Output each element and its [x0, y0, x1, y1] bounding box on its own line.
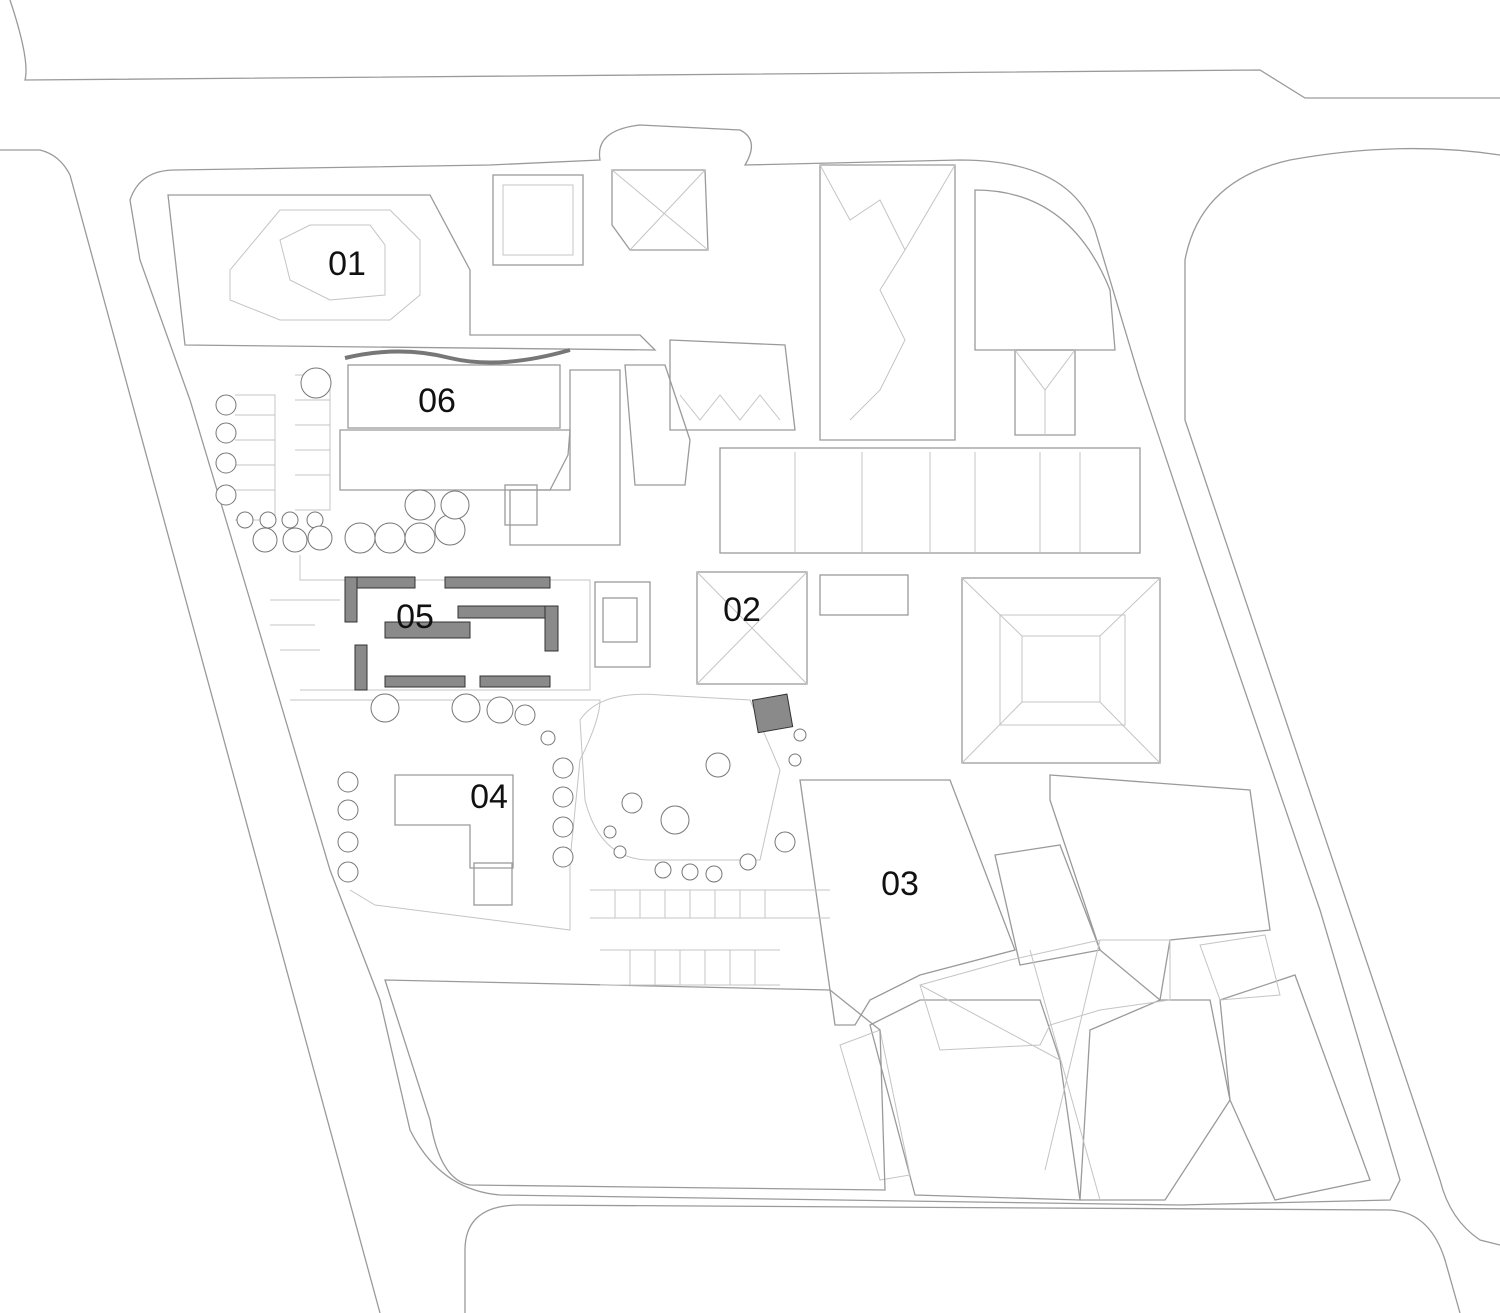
trees: [215, 367, 807, 883]
buildings: [167, 164, 1371, 1201]
building-04: [394, 774, 514, 869]
label-01: 01: [328, 245, 366, 283]
building-03: [799, 779, 1016, 1026]
label-04: 04: [470, 778, 508, 816]
landscape: [235, 348, 830, 986]
site-boundary: [129, 124, 1401, 1206]
label-03: 03: [881, 865, 919, 903]
label-06: 06: [418, 382, 456, 420]
benches: [344, 576, 559, 691]
label-02: 02: [723, 591, 761, 629]
building-01: [167, 194, 657, 351]
label-05: 05: [396, 598, 434, 636]
